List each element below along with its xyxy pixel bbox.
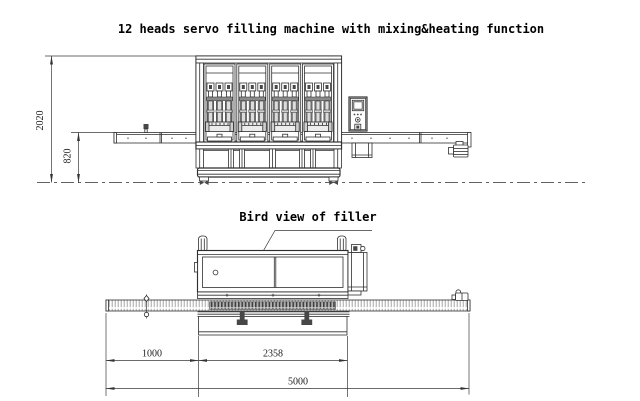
filler-body-top <box>194 235 368 299</box>
indicator-light <box>360 113 362 116</box>
infeed-conveyor <box>113 124 197 144</box>
dimension-infeed-length: 1000 <box>105 349 199 362</box>
door-panel-3 <box>269 63 302 143</box>
conveyor-motor-top <box>451 289 469 301</box>
support-post <box>198 235 208 253</box>
support-foot <box>236 311 248 325</box>
conveyor-top-view <box>105 289 471 319</box>
panel-pedestal <box>351 142 373 158</box>
base-bracket-top-view <box>197 311 350 336</box>
drawing-title: 12 heads servo filling machine with mixi… <box>118 22 544 36</box>
bottom-dimensions: 1000 2358 5000 <box>105 313 470 397</box>
door-panel-2 <box>236 63 269 143</box>
anchor-foot <box>199 180 209 185</box>
front-elevation-view: 2020 820 <box>35 55 587 185</box>
dimension-total-height: 2020 <box>35 55 196 183</box>
machine-cabinet <box>195 55 343 150</box>
indicator-light <box>356 113 359 116</box>
dimension-conveyor-height: 820 <box>63 132 114 183</box>
mixing-tank-box <box>347 252 368 296</box>
dim-label-2358: 2358 <box>263 349 283 360</box>
door-panel-1 <box>203 63 236 143</box>
bird-view-label: Bird view of filler <box>239 210 376 224</box>
mixer-motor <box>351 244 366 253</box>
outfeed-conveyor <box>340 132 472 158</box>
conveyor-drive-motor <box>448 141 469 158</box>
dimension-filler-length: 2358 <box>198 349 348 362</box>
support-foot <box>301 311 313 325</box>
chain-plate-zone <box>209 301 336 310</box>
indicator-light <box>353 113 356 116</box>
control-panel <box>348 96 368 132</box>
bottle-sensor <box>143 124 149 133</box>
anchor-foot <box>329 180 338 185</box>
dim-label-820: 820 <box>63 149 74 164</box>
machine-base-frame <box>195 141 343 185</box>
door-panel-4 <box>302 63 334 143</box>
dim-label-1000: 1000 <box>142 349 162 360</box>
support-post <box>337 235 347 253</box>
dimension-total-length: 5000 <box>105 377 470 390</box>
bird-view: Bird view of filler <box>105 210 471 397</box>
hmi-screen <box>351 99 365 112</box>
dim-label-5000: 5000 <box>288 377 308 388</box>
dim-label-2020: 2020 <box>35 111 46 131</box>
bottle-sensor-top <box>143 294 150 319</box>
